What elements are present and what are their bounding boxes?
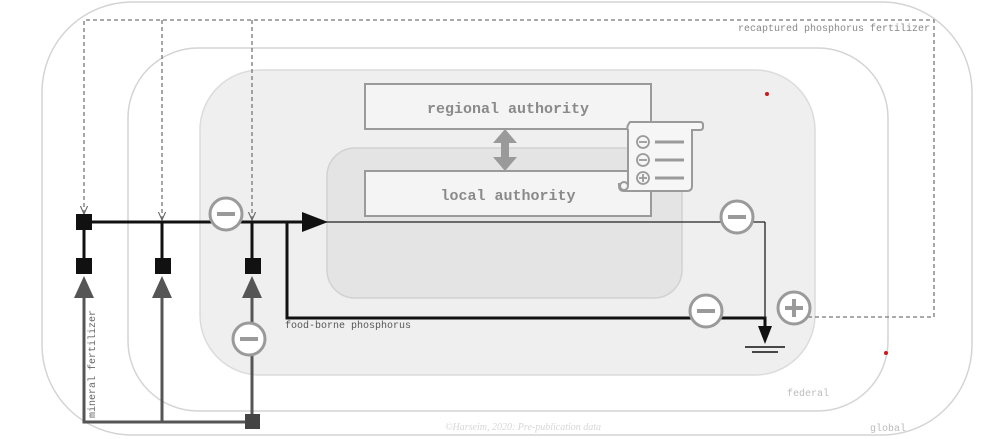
copyright-notice: ©Harseim, 2020: Pre-publication data [445, 422, 601, 433]
regional-authority-label: regional authority [427, 101, 589, 118]
flow-nodes [76, 214, 261, 274]
ground-sink-icon [745, 346, 785, 353]
global-scope-label: global [870, 423, 906, 435]
red-marker-dot [884, 351, 888, 355]
local-authority-box [364, 170, 652, 217]
sign-glyphs [217, 212, 803, 341]
drain-arrowhead [758, 326, 772, 344]
mineral-fertilizer-label: mineral fertilizer [87, 310, 99, 418]
regulation-document-icon [618, 121, 704, 192]
authority-exchange-arrow [493, 129, 517, 171]
recapture-dashed-lines [84, 19, 935, 318]
regional-authority-box [364, 83, 652, 130]
main-flow-arrowhead [302, 212, 328, 232]
red-marker-dot [765, 92, 769, 96]
food-borne-phosphorus-label: food-borne phosphorus [285, 320, 411, 332]
recaptured-fertilizer-label: recaptured phosphorus fertilizer [738, 23, 930, 35]
federal-scope-label: federal [787, 388, 829, 400]
local-authority-label: local authority [440, 188, 575, 205]
mineral-supply-arrowheads [74, 276, 262, 298]
mineral-source-node [245, 414, 260, 429]
